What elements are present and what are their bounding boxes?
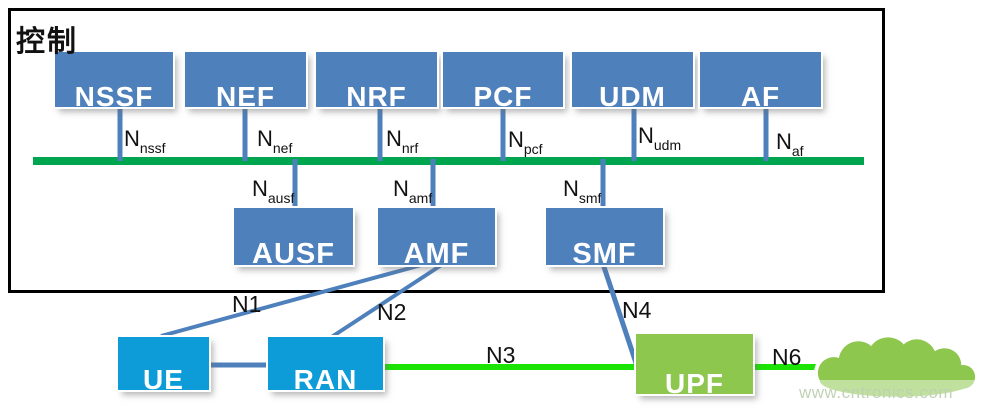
node-nrf: NRF xyxy=(316,52,437,107)
node-udm-label: UDM xyxy=(599,81,666,107)
node-ue-label: UE xyxy=(143,364,184,390)
node-smf-label: SMF xyxy=(572,238,637,265)
iface-label-smf: Nsmf xyxy=(563,176,602,207)
iface-label-af: Naf xyxy=(776,129,804,160)
node-af: AF xyxy=(700,52,821,107)
link-label-n4: N4 xyxy=(622,297,652,323)
iface-label-nef: Nnef xyxy=(257,126,293,157)
link-label-n1: N1 xyxy=(232,291,262,317)
node-smf: SMF xyxy=(546,208,663,265)
node-nrf-label: NRF xyxy=(346,81,407,107)
link-label-n3: N3 xyxy=(486,342,516,368)
control-plane-title: 控制 xyxy=(16,26,79,58)
node-ue: UE xyxy=(118,337,209,390)
watermark-text: www.cntronics.com xyxy=(799,383,953,402)
node-nef: NEF xyxy=(185,52,306,107)
node-nef-label: NEF xyxy=(216,81,275,107)
iface-label-ausf: Nausf xyxy=(252,176,295,207)
node-pcf: PCF xyxy=(443,52,563,107)
node-af-label: AF xyxy=(740,81,781,107)
node-nssf-label: NSSF xyxy=(74,81,154,107)
node-amf-label: AMF xyxy=(403,238,470,265)
node-udm: UDM xyxy=(572,52,693,107)
link-n2-line xyxy=(325,262,445,342)
link-label-n2: N2 xyxy=(377,299,407,325)
iface-label-nrf: Nnrf xyxy=(386,126,419,157)
data-network-cloud-icon xyxy=(813,333,980,401)
node-nssf: NSSF xyxy=(55,52,173,107)
watermark-band xyxy=(770,380,985,402)
node-upf: UPF xyxy=(636,334,753,394)
node-ausf-label: AUSF xyxy=(252,238,335,265)
node-pcf-label: PCF xyxy=(473,81,533,107)
node-ran-label: RAN xyxy=(293,364,358,390)
link-label-n6: N6 xyxy=(772,344,802,370)
control-plane-frame xyxy=(8,8,885,293)
iface-label-amf: Namf xyxy=(393,176,433,207)
node-ausf: AUSF xyxy=(234,208,353,265)
link-n4-line xyxy=(600,263,640,367)
node-ran: RAN xyxy=(268,337,383,390)
iface-label-nssf: Nnssf xyxy=(124,126,166,157)
link-n1-line xyxy=(160,262,426,338)
iface-label-pcf: Npcf xyxy=(508,127,543,158)
node-upf-label: UPF xyxy=(665,368,724,394)
node-amf: AMF xyxy=(378,208,495,265)
iface-label-udm: Nudm xyxy=(638,123,682,154)
